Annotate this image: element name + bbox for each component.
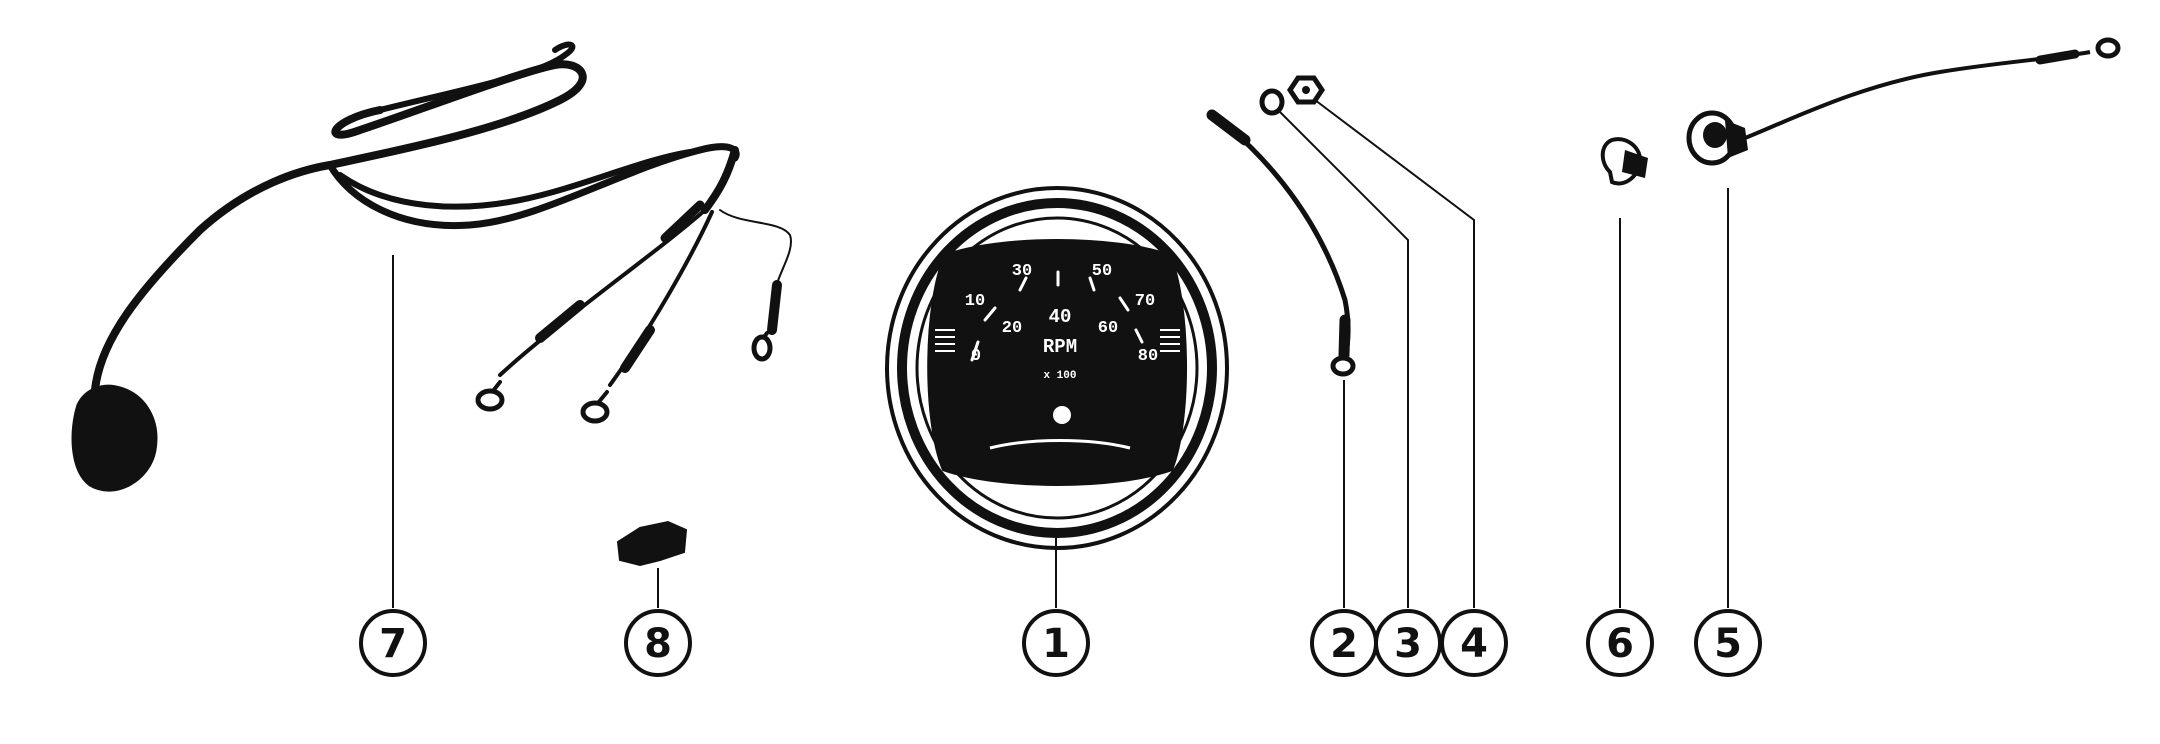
tachometer-scale-label-20: 20 (1002, 319, 1022, 338)
tachometer-scale-label-30: 30 (1012, 262, 1032, 281)
tachometer-scale-labels: 0 10 20 30 40 50 60 70 80 (965, 262, 1158, 366)
tachometer-tick-marks (970, 270, 1144, 362)
harness-junction (701, 146, 739, 214)
callout-7: 7 (359, 609, 427, 677)
tachometer-scale-label-60: 60 (1098, 319, 1118, 338)
harness-plug-boot (71, 384, 158, 492)
tachometer-scale-label-70: 70 (1135, 292, 1155, 311)
harness-sleeve-1 (535, 300, 585, 343)
lamp-socket-body (1725, 120, 1748, 158)
lock-washer-illustration (1259, 88, 1285, 116)
callout-number-3: 3 (1394, 621, 1422, 667)
ground-lead-illustration (1206, 109, 1356, 377)
harness-coil-loop-2 (326, 143, 740, 230)
callout-number-7: 7 (379, 621, 407, 667)
callout-circle-7 (359, 609, 427, 677)
tachometer-multiplier-label: x 100 (1043, 370, 1076, 382)
callout-number-8: 8 (644, 621, 672, 667)
tachometer-top-grille (1044, 222, 1074, 238)
callout-4: 4 (1440, 609, 1508, 677)
lamp-bulb-illustration (1600, 137, 1648, 186)
harness-terminal-neck-1 (491, 380, 502, 393)
tachometer-scale-label-0: 0 (971, 347, 981, 366)
harness-terminal-2 (580, 400, 610, 424)
harness-sleeve-2 (620, 325, 655, 373)
lock-washer-ring (1259, 88, 1285, 116)
leader-lines (392, 99, 1729, 608)
callout-6: 6 (1586, 609, 1654, 677)
lamp-socket-lead-terminal (2095, 37, 2121, 59)
connector-clip-illustration (616, 520, 688, 567)
tachometer-bezel-ring (897, 198, 1217, 538)
nut-hex (1286, 75, 1326, 105)
tachometer-left-grille (935, 329, 955, 352)
tachometer-needle-hub (1053, 406, 1071, 424)
wiring-harness-illustration (71, 41, 792, 492)
lamp-socket-illustration (1686, 37, 2121, 166)
callout-number-1: 1 (1042, 621, 1070, 667)
tachometer-scale-label-80: 80 (1138, 347, 1158, 366)
tachometer-bottom-grille (1039, 452, 1076, 462)
callout-3: 3 (1374, 609, 1442, 677)
tachometer-unit-label: RPM (1043, 336, 1077, 358)
leader-line-3 (1279, 111, 1409, 608)
tachometer-illustration: 0 10 20 30 40 50 60 70 80 RPM x 100 (885, 186, 1229, 550)
harness-terminal-neck-2 (596, 390, 609, 405)
harness-coil-loop-4 (377, 41, 576, 113)
harness-sleeve-3 (767, 280, 782, 335)
harness-terminal-1 (475, 388, 505, 412)
callout-circle-6 (1586, 609, 1654, 677)
ground-lead-terminal (1330, 355, 1356, 377)
callout-number-4: 4 (1460, 621, 1488, 667)
tachometer-right-grille (1160, 329, 1180, 352)
harness-branch-lead-3 (719, 209, 792, 291)
lamp-bulb-base (1622, 150, 1648, 178)
tachometer-bezel-inner (915, 216, 1199, 520)
callout-number-6: 6 (1606, 621, 1634, 667)
lamp-socket-lead-sleeve (2035, 49, 2080, 65)
callout-circle-1 (1022, 609, 1090, 677)
tachometer-scale-label-10: 10 (965, 292, 985, 311)
nut-illustration (1286, 75, 1326, 105)
leader-line-4 (1314, 99, 1475, 608)
lamp-socket-lead (1744, 50, 2091, 140)
ground-lead-sleeve-bottom (1338, 314, 1351, 361)
harness-terminal-3 (751, 334, 773, 362)
callout-number-5: 5 (1714, 621, 1742, 667)
callout-1: 1 (1022, 609, 1090, 677)
callout-circle-4 (1440, 609, 1508, 677)
harness-coil-loop-1 (326, 60, 587, 169)
callout-5: 5 (1694, 609, 1762, 677)
harness-sleeve-4 (660, 200, 705, 243)
callout-2: 2 (1310, 609, 1378, 677)
ground-lead-wire (1215, 115, 1351, 361)
lamp-socket-bore (1703, 122, 1727, 148)
harness-main-cable (91, 161, 334, 394)
harness-branch-lead-1 (498, 208, 707, 377)
harness-terminal-neck-3 (762, 331, 769, 339)
callout-circle-5 (1694, 609, 1762, 677)
nut-bore (1302, 86, 1310, 94)
tachometer-scale-label-40: 40 (1049, 306, 1072, 328)
callout-8: 8 (624, 609, 692, 677)
callout-number-2: 2 (1330, 621, 1358, 667)
connector-clip-body (616, 520, 688, 567)
harness-coil-loop-3 (337, 149, 693, 210)
ground-lead-sleeve-top (1206, 109, 1251, 146)
callout-circle-8 (624, 609, 692, 677)
tachometer-face-lip (989, 439, 1131, 450)
tachometer-scale-label-50: 50 (1092, 262, 1112, 281)
